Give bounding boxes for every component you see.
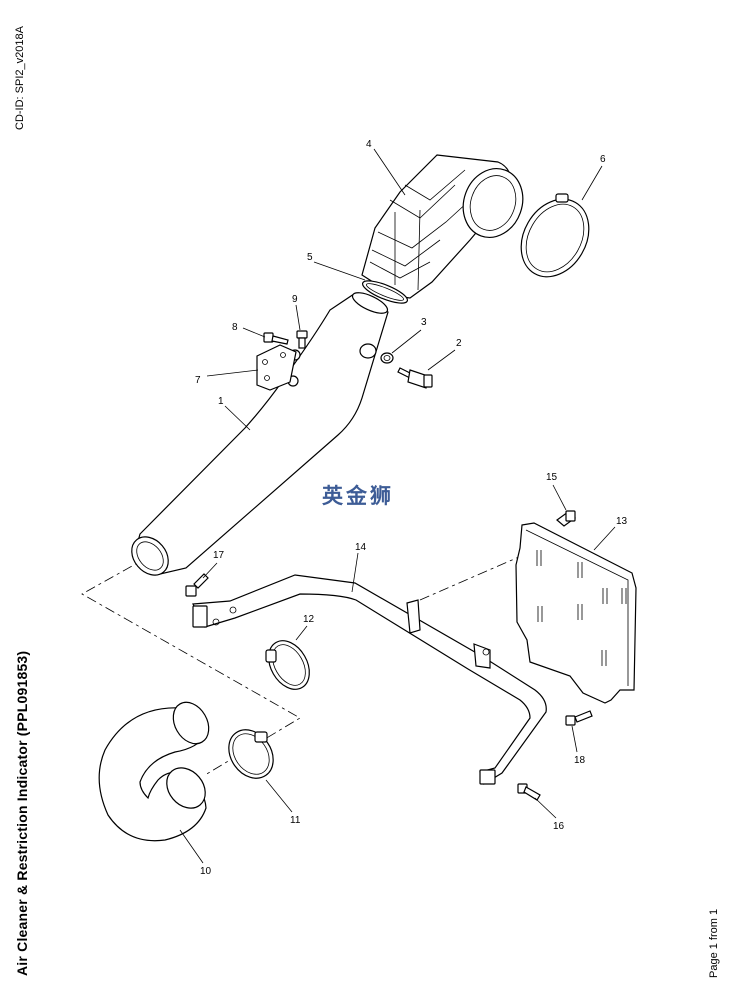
part-15-bolt — [556, 510, 576, 527]
part-3-o-ring — [380, 352, 394, 364]
part-1-intake-pipe — [131, 292, 389, 576]
callout-11: 11 — [290, 815, 301, 826]
part-7-bracket — [256, 344, 297, 391]
part-12-hose-clamp — [265, 640, 310, 690]
callout-13: 13 — [616, 516, 628, 527]
callout-17: 17 — [213, 550, 225, 561]
leader-lines — [179, 148, 616, 864]
callout-4: 4 — [366, 139, 372, 150]
callout-10: 10 — [200, 866, 212, 877]
part-9-bolt — [296, 330, 308, 349]
callout-numbers: 4 6 5 9 8 3 2 7 1 15 13 14 17 12 18 11 1… — [195, 139, 628, 877]
part-2-restriction-indicator — [397, 367, 433, 389]
part-17-bolt — [185, 573, 209, 597]
part-13-mounting-plate — [515, 522, 637, 704]
part-4-intake-elbow — [361, 154, 524, 299]
part-11-hose-clamp — [228, 729, 274, 779]
part-5-clamp — [361, 280, 409, 304]
callout-9: 9 — [292, 294, 298, 305]
callout-3: 3 — [421, 317, 427, 328]
callout-2: 2 — [456, 338, 462, 349]
callout-15: 15 — [546, 472, 558, 483]
part-16-bolt — [517, 783, 541, 801]
callout-1: 1 — [218, 396, 224, 407]
callout-16: 16 — [553, 821, 565, 832]
part-8-bolt — [263, 332, 289, 345]
part-6-hose-clamp — [520, 193, 590, 278]
callout-8: 8 — [232, 322, 238, 333]
callout-7: 7 — [195, 375, 201, 386]
callout-14: 14 — [355, 542, 367, 553]
callout-6: 6 — [600, 154, 606, 165]
callout-5: 5 — [307, 252, 313, 263]
part-10-elbow-hose — [98, 701, 210, 842]
part-18-bolt — [565, 710, 593, 726]
callout-12: 12 — [303, 614, 315, 625]
watermark-text: 英金狮 — [322, 484, 394, 508]
part-14-support-frame — [192, 574, 547, 785]
callout-18: 18 — [574, 755, 586, 766]
